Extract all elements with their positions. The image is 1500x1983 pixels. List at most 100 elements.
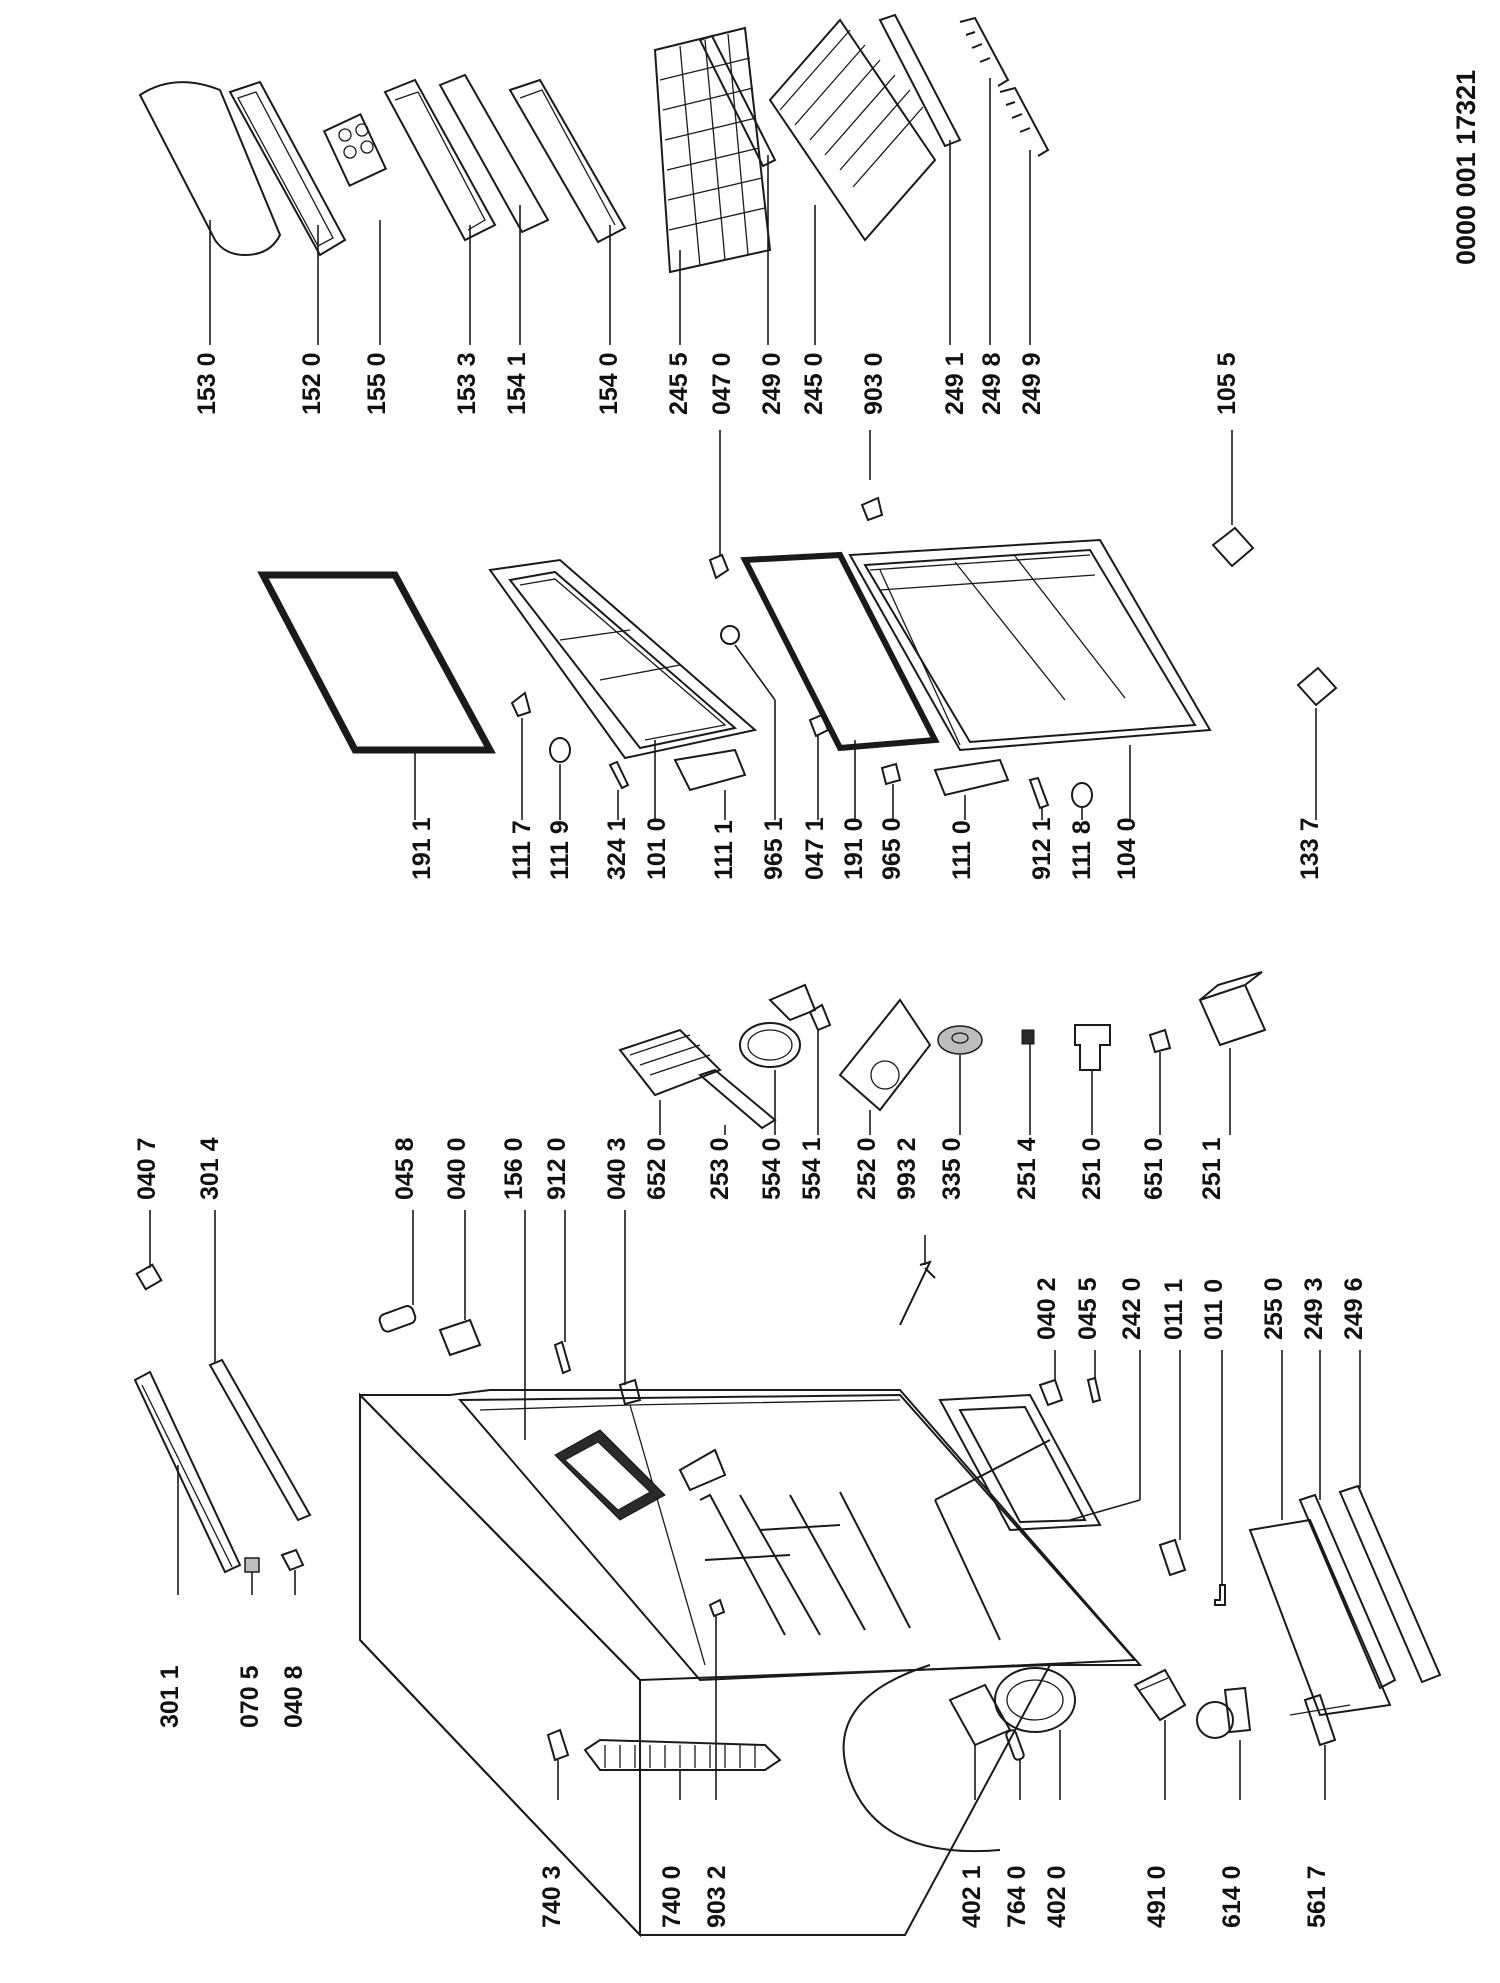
part-label: 111 7 xyxy=(508,820,536,880)
part-111-0 xyxy=(933,758,1010,797)
part-251-0 xyxy=(1074,1024,1111,1071)
part-label: 491 0 xyxy=(1143,1865,1171,1928)
part-154-0 xyxy=(508,78,627,244)
part-402-1 xyxy=(948,1683,1012,1747)
part-104-0 xyxy=(848,538,1212,752)
part-651-0 xyxy=(1148,1028,1172,1054)
part-402-0 xyxy=(994,1667,1076,1733)
part-912-0 xyxy=(553,1340,572,1375)
part-111-1 xyxy=(673,748,747,792)
part-label: 249 1 xyxy=(941,352,969,415)
part-040-7 xyxy=(135,1263,163,1291)
part-label: 191 0 xyxy=(840,817,868,880)
part-045-8 xyxy=(378,1305,417,1333)
part-label: 249 6 xyxy=(1340,1277,1368,1340)
part-011-0 xyxy=(1214,1584,1226,1606)
part-249-6 xyxy=(1338,1484,1442,1684)
part-label: 191 1 xyxy=(408,817,436,880)
part-040-8 xyxy=(280,1548,305,1572)
condenser-group xyxy=(546,1668,1351,1800)
part-label: 554 1 xyxy=(798,1137,826,1200)
part-245-5 xyxy=(653,26,772,274)
part-label: 133 7 xyxy=(1296,817,1324,880)
part-label: 764 0 xyxy=(1003,1865,1031,1928)
part-764-0 xyxy=(1005,1729,1025,1761)
part-040-3 xyxy=(618,1378,642,1406)
part-label: 561 7 xyxy=(1303,1865,1331,1928)
part-label: 402 0 xyxy=(1043,1865,1071,1928)
part-561-7 xyxy=(1303,1693,1337,1747)
part-label: 245 0 xyxy=(800,352,828,415)
part-label: 111 0 xyxy=(948,820,976,880)
part-label: 252 0 xyxy=(853,1137,881,1200)
part-label: 242 0 xyxy=(1118,1277,1146,1340)
part-040-2 xyxy=(1038,1378,1064,1407)
part-154-1 xyxy=(438,73,550,234)
part-label: 045 5 xyxy=(1074,1277,1102,1340)
part-label: 154 1 xyxy=(503,352,531,415)
part-label: 070 5 xyxy=(236,1665,264,1728)
part-045-5 xyxy=(1086,1376,1102,1404)
part-047-0 xyxy=(708,553,730,580)
part-label: 040 7 xyxy=(133,1137,161,1200)
part-070-5 xyxy=(244,1557,260,1573)
part-105-5 xyxy=(1211,526,1255,568)
part-label: 912 1 xyxy=(1028,817,1056,880)
part-label: 740 3 xyxy=(538,1865,566,1928)
part-249-9 xyxy=(999,86,1050,157)
door-shelves-group xyxy=(138,13,1255,568)
part-040-0 xyxy=(438,1318,482,1357)
part-740-3 xyxy=(546,1728,570,1762)
part-label: 045 8 xyxy=(391,1137,419,1200)
part-label: 965 1 xyxy=(760,817,788,880)
part-label: 111 9 xyxy=(546,820,574,880)
part-152-0 xyxy=(228,80,347,257)
part-652-0 xyxy=(618,1028,722,1097)
part-249-1 xyxy=(878,13,962,148)
part-249-8 xyxy=(959,16,1010,87)
part-011-1 xyxy=(1158,1538,1187,1577)
part-label: 301 1 xyxy=(156,1665,184,1728)
document-number: 0000 001 17321 xyxy=(1451,70,1481,265)
top-cover-group xyxy=(133,1210,312,1595)
part-label: 047 1 xyxy=(801,817,829,880)
part-label: 111 8 xyxy=(1068,820,1096,880)
part-label: 111 1 xyxy=(710,820,738,880)
part-label: 154 0 xyxy=(595,352,623,415)
part-153-0 xyxy=(138,81,282,257)
part-label: 156 0 xyxy=(500,1137,528,1200)
part-label: 253 0 xyxy=(706,1137,734,1200)
glass-shelf-group xyxy=(1248,1350,1442,1717)
part-label: 040 8 xyxy=(280,1665,308,1728)
part-label: 153 0 xyxy=(193,352,221,415)
small-parts-group xyxy=(618,971,1267,1326)
part-label: 152 0 xyxy=(298,352,326,415)
part-255-0 xyxy=(1248,1518,1392,1717)
cabinet-body xyxy=(359,1389,1143,1936)
part-label: 614 0 xyxy=(1218,1865,1246,1928)
part-249-0 xyxy=(698,34,777,168)
part-251-4 xyxy=(1021,1029,1035,1045)
part-324-1 xyxy=(608,760,630,790)
part-label: 965 0 xyxy=(878,817,906,880)
part-912-1 xyxy=(1028,776,1050,810)
part-133-7 xyxy=(1296,666,1338,707)
part-label: 251 1 xyxy=(1198,1137,1226,1200)
part-614-0 xyxy=(1196,1701,1234,1739)
part-993-2 xyxy=(899,1260,936,1326)
part-101-0 xyxy=(488,558,758,760)
part-label: 255 0 xyxy=(1260,1277,1288,1340)
part-label: 105 5 xyxy=(1213,352,1241,415)
part-301-4 xyxy=(208,1358,312,1522)
part-label: 249 8 xyxy=(978,352,1006,415)
part-label: 251 0 xyxy=(1078,1137,1106,1200)
part-label: 011 0 xyxy=(1200,1279,1228,1340)
part-label: 249 9 xyxy=(1018,352,1046,415)
part-301-1 xyxy=(133,1370,242,1574)
part-label: 554 0 xyxy=(758,1137,786,1200)
part-label: 912 0 xyxy=(543,1137,571,1200)
part-label: 903 2 xyxy=(703,1865,731,1928)
part-245-0 xyxy=(768,18,937,242)
